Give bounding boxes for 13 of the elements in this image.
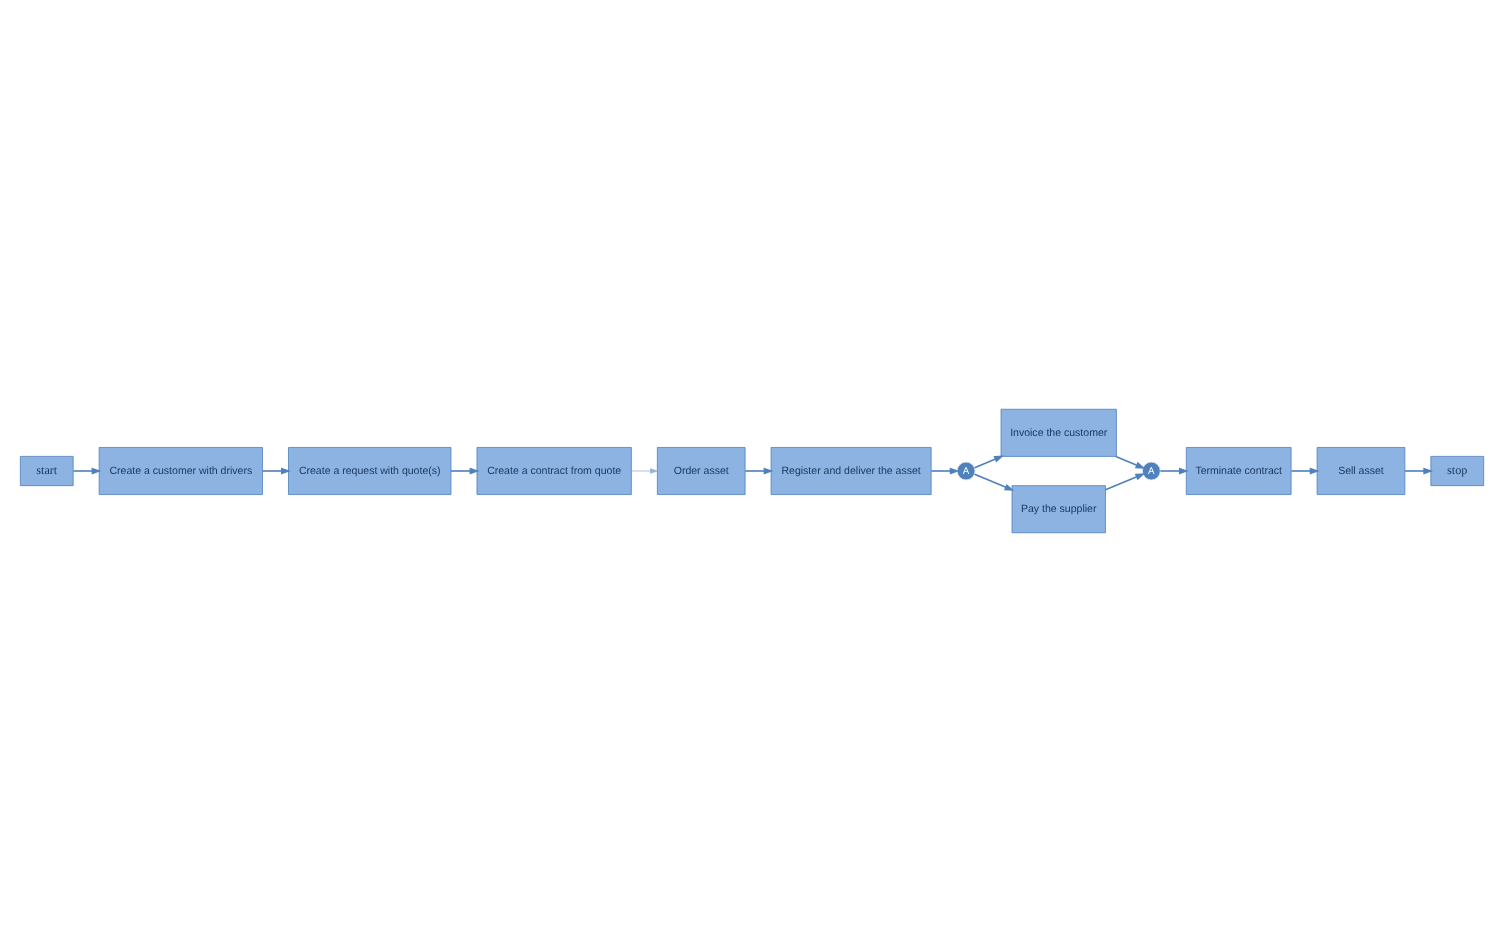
arrow	[1104, 472, 1146, 490]
arrow	[973, 454, 1004, 468]
arrow	[744, 466, 774, 474]
arrow	[631, 467, 658, 473]
arrow	[973, 472, 1015, 490]
arrow	[1290, 466, 1320, 474]
arrow	[72, 466, 102, 474]
arrow	[1115, 454, 1146, 468]
arrow	[450, 466, 480, 474]
arrow	[930, 466, 960, 474]
arrow	[1404, 466, 1434, 474]
arrow	[261, 466, 291, 474]
arrow	[1159, 466, 1189, 474]
